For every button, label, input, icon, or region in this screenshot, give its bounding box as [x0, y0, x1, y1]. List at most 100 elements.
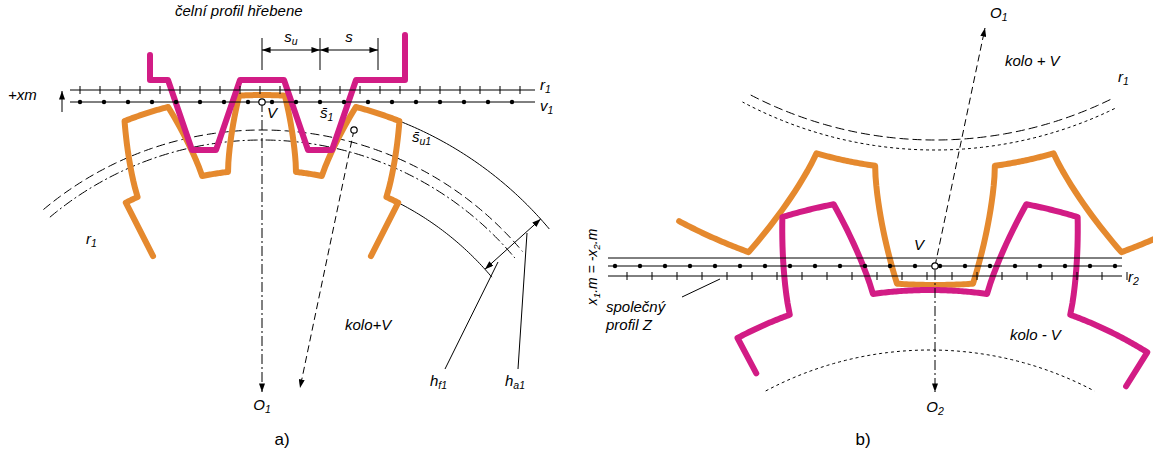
- center-arrow: [262, 102, 263, 392]
- subscript: f1: [438, 379, 447, 391]
- symbol-text: s: [284, 28, 292, 45]
- center-symbol: O2: [926, 398, 944, 416]
- symbol-text: +xm: [8, 86, 37, 103]
- line-dot: [438, 100, 442, 104]
- tick-mark: [160, 86, 161, 94]
- tick-mark: [927, 272, 928, 280]
- tick-mark: [300, 86, 301, 94]
- symbol-text: čelní profil hřebene: [175, 2, 303, 19]
- tick-mark: [627, 272, 628, 280]
- line-dot: [963, 264, 967, 268]
- line-dot: [270, 100, 274, 104]
- pitch-line: [608, 276, 1122, 277]
- line-dot: [246, 100, 250, 104]
- tick-mark: [1077, 272, 1078, 280]
- dimension-symbol: s̄1: [320, 104, 333, 122]
- symbol-text: r: [1128, 268, 1133, 285]
- line-dot: [294, 100, 298, 104]
- tick-mark: [500, 86, 501, 94]
- tick-mark: [1127, 272, 1128, 280]
- center-arrow: [935, 270, 936, 392]
- subscript: 1: [328, 111, 334, 123]
- tick-mark: [677, 272, 678, 280]
- symbol-text: r: [540, 76, 545, 93]
- tick-mark: [952, 272, 953, 280]
- center-symbol: O1: [990, 4, 1008, 22]
- circle-symbol: r1: [86, 230, 97, 248]
- line-dot: [486, 100, 490, 104]
- tick-mark: [240, 86, 241, 94]
- extension-line: [378, 38, 379, 70]
- symbol-text: a): [274, 430, 289, 449]
- symbol-text: .m: [584, 229, 600, 245]
- symbol-text: kolo - V: [1010, 326, 1061, 343]
- line-dot: [126, 100, 130, 104]
- tick-mark: [777, 272, 778, 280]
- symbol-text: h: [430, 372, 438, 389]
- line-symbol: r2: [1128, 268, 1139, 286]
- line-dot: [738, 264, 742, 268]
- tick-mark: [877, 272, 878, 280]
- tick-mark: [180, 86, 181, 94]
- line-dot: [863, 264, 867, 268]
- tick-mark: [100, 86, 101, 94]
- symbol-text: s: [345, 28, 353, 45]
- tick-mark: [1002, 272, 1003, 280]
- pitch-circle: [743, 102, 1115, 150]
- symbol-text: O: [926, 398, 938, 415]
- subscript: 1: [591, 293, 602, 298]
- tip-circle: [378, 113, 549, 229]
- subscript: 1: [1123, 75, 1129, 87]
- tick-mark: [727, 272, 728, 280]
- tick-mark: [1102, 272, 1103, 280]
- tick-mark: [752, 272, 753, 280]
- gear-name: kolo + V: [1005, 52, 1060, 70]
- tick-mark: [520, 86, 521, 94]
- tick-mark: [80, 86, 81, 94]
- line-dot: [788, 264, 792, 268]
- line-dot: [78, 100, 82, 104]
- symbol-text: x: [584, 298, 600, 305]
- symbol-text: V: [914, 236, 924, 253]
- dimension-symbol: hf1: [430, 372, 447, 390]
- tick-mark: [340, 86, 341, 94]
- shift-arrow: [62, 91, 63, 112]
- line-dot: [838, 264, 842, 268]
- subscript: 1: [548, 104, 554, 116]
- tick-mark: [280, 86, 281, 94]
- symbol-text: v: [540, 97, 548, 114]
- symbol-text: společný profil Z: [606, 298, 665, 333]
- subscript: 2: [938, 405, 944, 417]
- symbol-text: r: [1118, 68, 1123, 85]
- gear-name: kolo - V: [1010, 326, 1061, 344]
- subscript: 1: [91, 237, 97, 249]
- gear-profile: [679, 153, 1153, 285]
- panel-label: a): [274, 430, 289, 450]
- profile-caption: čelní profil hřebene: [175, 2, 303, 20]
- line-dot: [390, 100, 394, 104]
- symbol-text: .m = -x: [584, 250, 600, 293]
- pitch-point: [932, 263, 938, 269]
- line-dot: [638, 264, 642, 268]
- symbol-text: kolo+V: [345, 316, 391, 333]
- tick-mark: [652, 272, 653, 280]
- subscript: 1: [1002, 11, 1008, 23]
- subscript: 2: [1133, 275, 1139, 287]
- panel-label: b): [855, 430, 870, 450]
- line-dot: [342, 100, 346, 104]
- line-dot: [174, 100, 178, 104]
- pitch-circle: [766, 350, 1095, 391]
- tick-mark: [480, 86, 481, 94]
- line-dot: [462, 100, 466, 104]
- pitch-line: [608, 258, 1122, 259]
- line-dot: [1063, 264, 1067, 268]
- subscript: 1: [265, 403, 271, 415]
- center-arrow: [935, 28, 985, 266]
- tick-mark: [220, 86, 221, 94]
- line-dot: [613, 264, 617, 268]
- symbol-text: s̄: [412, 128, 420, 145]
- tick-mark: [977, 272, 978, 280]
- pitch-point: [259, 99, 265, 105]
- tick-mark: [320, 86, 321, 94]
- dimension-symbol: ha1: [505, 372, 525, 390]
